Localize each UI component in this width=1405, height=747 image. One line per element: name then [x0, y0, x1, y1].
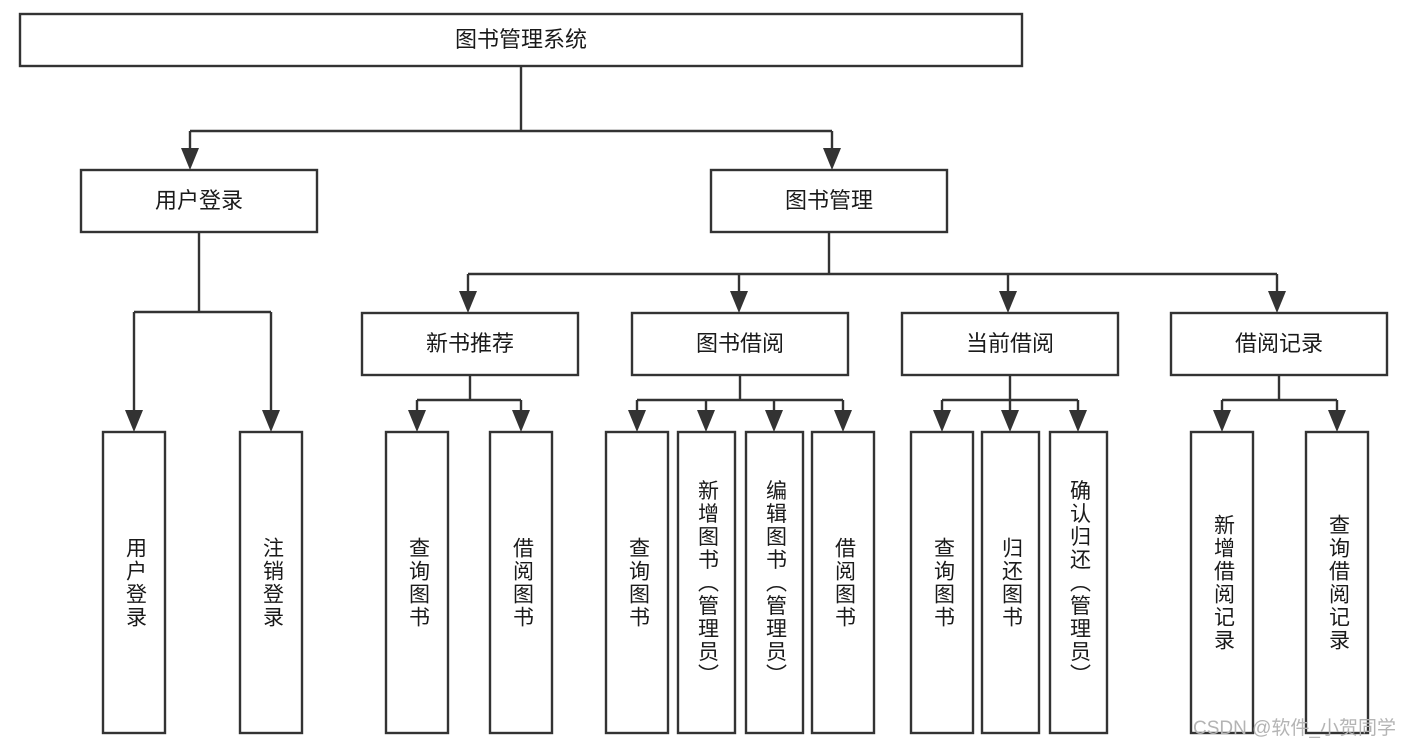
node-leaf-return-book-label: 归还图书 [999, 537, 1023, 629]
node-user-login[interactable]: 用户登录 [79, 168, 319, 234]
node-user-login-box[interactable] [79, 168, 319, 234]
node-leaf-query-record-label: 查询借阅记录 [1326, 514, 1350, 652]
arrow-head-book-management [823, 148, 841, 170]
arrow-head-book-borrow [730, 291, 748, 313]
node-leaf-query-book-1-label: 查询图书 [406, 537, 430, 629]
node-user-login-label: 用户登录 [155, 188, 243, 213]
node-borrow-record-box[interactable] [1169, 311, 1389, 377]
node-leaf-add-record-box[interactable] [1189, 430, 1255, 735]
node-leaf-logout-label: 注销登录 [260, 537, 284, 629]
node-leaf-query-book-1[interactable]: 查询图书 [384, 430, 450, 735]
arrow-head-leaf-borrow-book-1 [512, 410, 530, 432]
node-leaf-borrow-book-1-box[interactable] [488, 430, 554, 735]
node-root-box[interactable] [18, 12, 1024, 68]
arrow-head-leaf-borrow-book-2 [834, 410, 852, 432]
node-borrow-record-label: 借阅记录 [1235, 331, 1323, 356]
node-book-borrow-box[interactable] [630, 311, 850, 377]
node-leaf-borrow-book-2[interactable]: 借阅图书 [810, 430, 876, 735]
connector-group-user-login [125, 232, 280, 432]
arrow-head-new-book-recommend [459, 291, 477, 313]
arrow-head-leaf-confirm-return [1069, 410, 1087, 432]
node-leaf-query-book-3-label: 查询图书 [931, 537, 955, 629]
arrow-head-current-borrow [999, 291, 1017, 313]
node-borrow-record[interactable]: 借阅记录 [1169, 311, 1389, 377]
node-leaf-logout[interactable]: 注销登录 [238, 430, 304, 735]
node-current-borrow-box[interactable] [900, 311, 1120, 377]
node-leaf-borrow-book-2-box[interactable] [810, 430, 876, 735]
arrow-head-user-login [181, 148, 199, 170]
node-leaf-user-login-box[interactable] [101, 430, 167, 735]
node-leaf-borrow-book-1[interactable]: 借阅图书 [488, 430, 554, 735]
arrow-head-leaf-user-login [125, 410, 143, 432]
node-leaf-query-book-3-box[interactable] [909, 430, 975, 735]
node-leaf-query-record-box[interactable] [1304, 430, 1370, 735]
node-leaf-add-book-label: 新增图书（管理员） [695, 480, 719, 687]
node-leaf-user-login[interactable]: 用户登录 [101, 430, 167, 735]
node-leaf-add-record[interactable]: 新增借阅记录 [1189, 430, 1255, 735]
node-leaf-add-record-label: 新增借阅记录 [1211, 514, 1235, 652]
node-leaf-borrow-book-1-label: 借阅图书 [510, 537, 534, 629]
node-leaf-query-book-3[interactable]: 查询图书 [909, 430, 975, 735]
connector-group-book-management [459, 232, 1286, 313]
node-current-borrow[interactable]: 当前借阅 [900, 311, 1120, 377]
arrow-head-leaf-edit-book [765, 410, 783, 432]
node-leaf-confirm-return[interactable]: 确认归还（管理员） [1048, 430, 1109, 735]
node-leaf-add-book[interactable]: 新增图书（管理员） [676, 430, 737, 735]
node-leaf-query-book-2[interactable]: 查询图书 [604, 430, 670, 735]
node-leaf-logout-box[interactable] [238, 430, 304, 735]
csdn-watermark: CSDN @软件_小贺同学 [1193, 717, 1396, 739]
node-leaf-edit-book[interactable]: 编辑图书（管理员） [744, 430, 805, 735]
connector-group-borrow-record [1213, 375, 1346, 432]
node-leaf-confirm-return-label: 确认归还（管理员） [1067, 480, 1091, 687]
arrow-head-leaf-query-record [1328, 410, 1346, 432]
arrow-head-leaf-add-book [697, 410, 715, 432]
arrow-head-borrow-record [1268, 291, 1286, 313]
node-new-book-recommend[interactable]: 新书推荐 [360, 311, 580, 377]
node-leaf-user-login-label: 用户登录 [123, 537, 147, 629]
node-leaf-query-record[interactable]: 查询借阅记录 [1304, 430, 1370, 735]
node-book-borrow-label: 图书借阅 [696, 331, 784, 356]
arrow-head-leaf-return-book [1001, 410, 1019, 432]
node-new-book-recommend-box[interactable] [360, 311, 580, 377]
arrow-head-leaf-query-book-3 [933, 410, 951, 432]
node-leaf-query-book-2-box[interactable] [604, 430, 670, 735]
node-book-borrow[interactable]: 图书借阅 [630, 311, 850, 377]
node-new-book-recommend-label: 新书推荐 [426, 331, 514, 356]
connector-group-root [181, 66, 841, 170]
node-leaf-query-book-2-label: 查询图书 [626, 537, 650, 629]
arrow-head-leaf-query-book-2 [628, 410, 646, 432]
node-root[interactable]: 图书管理系统 [18, 12, 1024, 68]
node-leaf-borrow-book-2-label: 借阅图书 [832, 537, 856, 629]
node-root-label: 图书管理系统 [455, 27, 587, 52]
node-leaf-edit-book-box[interactable] [744, 430, 805, 735]
node-book-management[interactable]: 图书管理 [709, 168, 949, 234]
node-leaf-edit-book-label: 编辑图书（管理员） [763, 480, 787, 687]
node-leaf-confirm-return-box[interactable] [1048, 430, 1109, 735]
node-leaf-add-book-box[interactable] [676, 430, 737, 735]
arrow-head-leaf-add-record [1213, 410, 1231, 432]
connector-group-book-borrow [628, 375, 852, 432]
node-current-borrow-label: 当前借阅 [966, 331, 1054, 356]
arrow-head-leaf-logout [262, 410, 280, 432]
connector-group-new-book-recommend [408, 375, 530, 432]
node-leaf-return-book[interactable]: 归还图书 [980, 430, 1041, 735]
connector-group-current-borrow [933, 375, 1087, 432]
node-leaf-return-book-box[interactable] [980, 430, 1041, 735]
node-book-management-label: 图书管理 [785, 188, 873, 213]
arrow-head-leaf-query-book-1 [408, 410, 426, 432]
node-book-management-box[interactable] [709, 168, 949, 234]
node-leaf-query-book-1-box[interactable] [384, 430, 450, 735]
